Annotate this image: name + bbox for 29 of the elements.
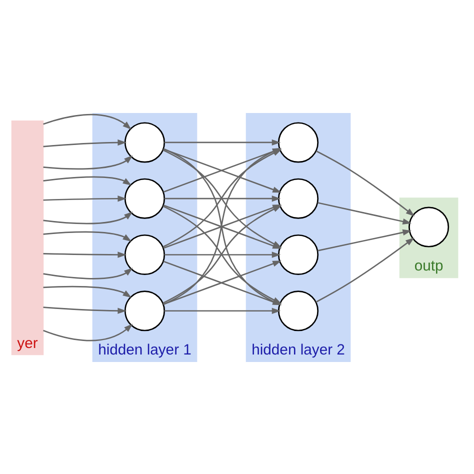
node-circle <box>277 122 318 162</box>
arrow <box>317 202 412 224</box>
arrow <box>42 230 132 242</box>
arrow <box>42 306 126 314</box>
arrow <box>164 138 280 146</box>
arrow <box>315 237 414 302</box>
node-circle <box>277 290 318 331</box>
cluster: outp <box>398 197 458 278</box>
arrow <box>42 267 132 279</box>
arrow <box>42 251 126 258</box>
arrow <box>42 211 132 224</box>
arrow <box>164 251 280 258</box>
arrow <box>42 138 126 147</box>
arrow <box>317 228 412 251</box>
node-box: yer <box>10 120 44 355</box>
arrow <box>42 285 132 298</box>
node-circle <box>277 234 318 275</box>
arrow <box>42 113 131 130</box>
arrow <box>42 176 132 186</box>
cluster: hidden layer 2 <box>245 112 350 362</box>
node-circle <box>277 178 318 218</box>
arrow <box>315 150 414 216</box>
arrow <box>164 195 280 202</box>
arrow <box>42 154 132 170</box>
node-circle <box>408 206 449 247</box>
cluster: hidden layer 1 <box>92 112 197 362</box>
arrow <box>164 307 280 314</box>
arrow <box>42 323 132 341</box>
arrow <box>42 195 126 202</box>
